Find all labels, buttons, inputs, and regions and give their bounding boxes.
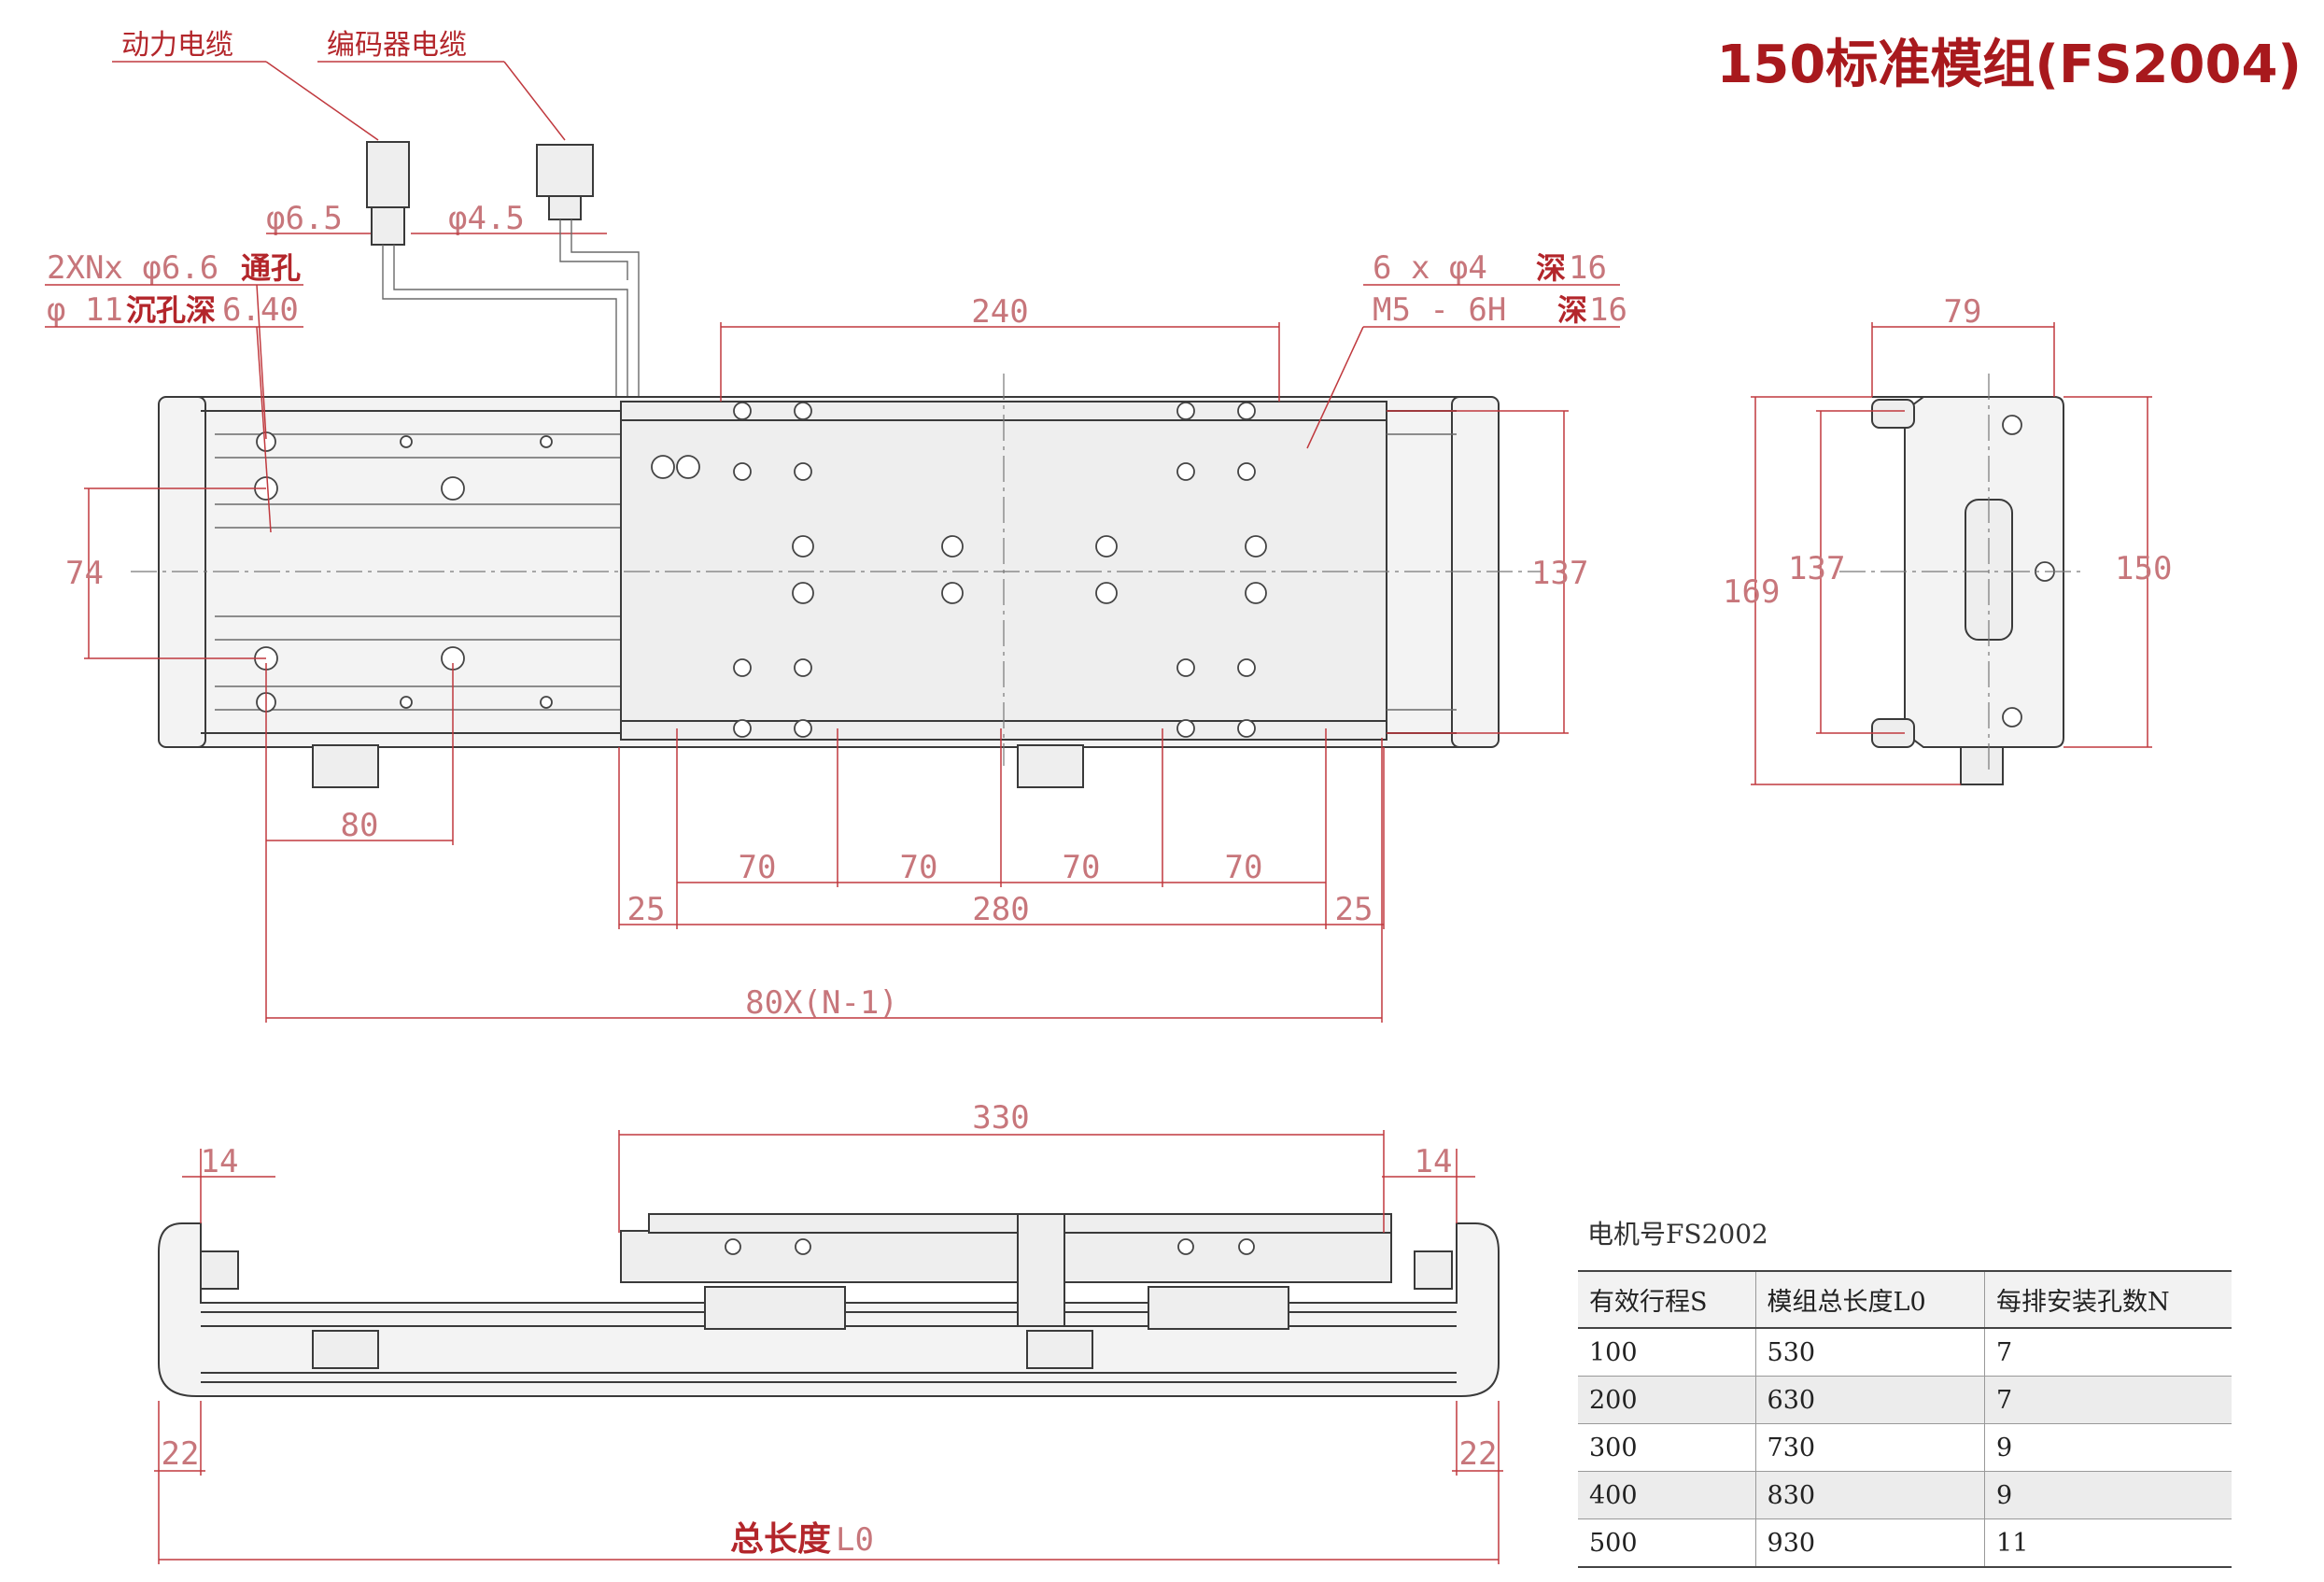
front-dim-22-right: 22: [1459, 1435, 1498, 1473]
dim-70-4: 70: [1225, 849, 1263, 886]
spec-table-header: 有效行程S 模组总长度L0 每排安装孔数N: [1578, 1270, 2232, 1329]
dim-80: 80: [341, 807, 379, 844]
cell-holes: 7: [1984, 1328, 2232, 1377]
cell-holes: 7: [1984, 1376, 2232, 1424]
cable-labels: 动力电缆 编码器电缆 φ6.5 φ4.5: [112, 29, 607, 237]
power-connector: [366, 141, 410, 208]
tap-note-1-val: 16: [1569, 249, 1607, 287]
top-view-dimensions: 2XNx φ6.6 通孔 φ 11 沉孔深 6.40 6 x φ4 深 16 M…: [45, 249, 1627, 1023]
power-cable-label: 动力电缆: [121, 29, 233, 62]
front-dim-14-left: 14: [201, 1143, 239, 1180]
cell-holes: 11: [1984, 1518, 2232, 1568]
front-carriage: [620, 1230, 1392, 1283]
total-length-suffix: L0: [836, 1521, 874, 1559]
drawing-title: 150标准模组(FS2004): [1716, 35, 2302, 95]
tap-note-2-mid: 深: [1557, 292, 1587, 328]
front-dim-330: 330: [972, 1099, 1029, 1137]
dim-70-1: 70: [739, 849, 777, 886]
dim-25-left: 25: [627, 891, 666, 928]
cell-length: 730: [1755, 1423, 1986, 1472]
cell-stroke: 300: [1578, 1423, 1756, 1472]
cell-length: 930: [1755, 1518, 1986, 1568]
dim-25-right: 25: [1335, 891, 1373, 928]
hole-note-2-mid: 沉孔深: [126, 292, 216, 328]
cable-diameter-2: φ4.5: [448, 200, 525, 237]
dim-240: 240: [971, 293, 1028, 331]
front-dim-14-right: 14: [1415, 1143, 1453, 1180]
total-length-label: 总长度: [730, 1520, 831, 1559]
front-view: 330 14 14 22 22 总长度 L0: [154, 1099, 1503, 1564]
header-total-length: 模组总长度L0: [1755, 1270, 1986, 1329]
cell-length: 530: [1755, 1328, 1986, 1377]
dim-70-2: 70: [900, 849, 938, 886]
cell-length: 830: [1755, 1471, 1986, 1519]
hole-note-2-prefix: φ 11: [47, 291, 123, 329]
hole-note-1-suffix: 通孔: [241, 250, 301, 286]
cell-stroke: 200: [1578, 1376, 1756, 1424]
header-stroke: 有效行程S: [1578, 1270, 1756, 1329]
side-dim-169: 169: [1723, 573, 1780, 611]
cell-holes: 9: [1984, 1471, 2232, 1519]
dim-280: 280: [972, 891, 1029, 928]
encoder-cable-label: 编码器电缆: [327, 29, 467, 62]
table-row: 200 630 7: [1578, 1376, 2232, 1424]
tap-note-2: M5 - 6H: [1373, 291, 1506, 329]
encoder-connector: [536, 144, 594, 197]
dim-pitch: 80X(N-1): [745, 984, 898, 1022]
side-view: 79 169 137 150: [1723, 293, 2172, 785]
tap-note-1: 6 x φ4: [1373, 249, 1487, 287]
dim-74: 74: [65, 555, 104, 592]
side-dim-137: 137: [1788, 550, 1845, 587]
top-view: [131, 374, 1541, 788]
table-row: 300 730 9: [1578, 1423, 2232, 1472]
cell-stroke: 400: [1578, 1471, 1756, 1519]
tap-note-1-mid: 深: [1536, 250, 1566, 286]
dim-137: 137: [1531, 555, 1588, 592]
motor-model-label: 电机号FS2002: [1587, 1219, 1768, 1250]
tap-note-2-val: 16: [1589, 291, 1627, 329]
cell-stroke: 500: [1578, 1518, 1756, 1568]
dim-70-3: 70: [1063, 849, 1101, 886]
header-hole-count: 每排安装孔数N: [1984, 1270, 2232, 1329]
cell-length: 630: [1755, 1376, 1986, 1424]
side-dim-150: 150: [2115, 550, 2172, 587]
cable-diameter-1: φ6.5: [266, 200, 343, 237]
hole-note-2-suffix: 6.40: [222, 291, 299, 329]
spec-table: 有效行程S 模组总长度L0 每排安装孔数N 100 530 7 200 630 …: [1578, 1270, 2232, 1568]
cell-holes: 9: [1984, 1423, 2232, 1472]
cell-stroke: 100: [1578, 1328, 1756, 1377]
table-row: 500 930 11: [1578, 1518, 2232, 1568]
front-dim-22-left: 22: [162, 1435, 200, 1473]
table-row: 100 530 7: [1578, 1328, 2232, 1377]
table-row: 400 830 9: [1578, 1471, 2232, 1519]
cables: [366, 141, 640, 402]
hole-note-1: 2XNx φ6.6: [47, 249, 218, 287]
side-dim-79: 79: [1944, 293, 1982, 331]
